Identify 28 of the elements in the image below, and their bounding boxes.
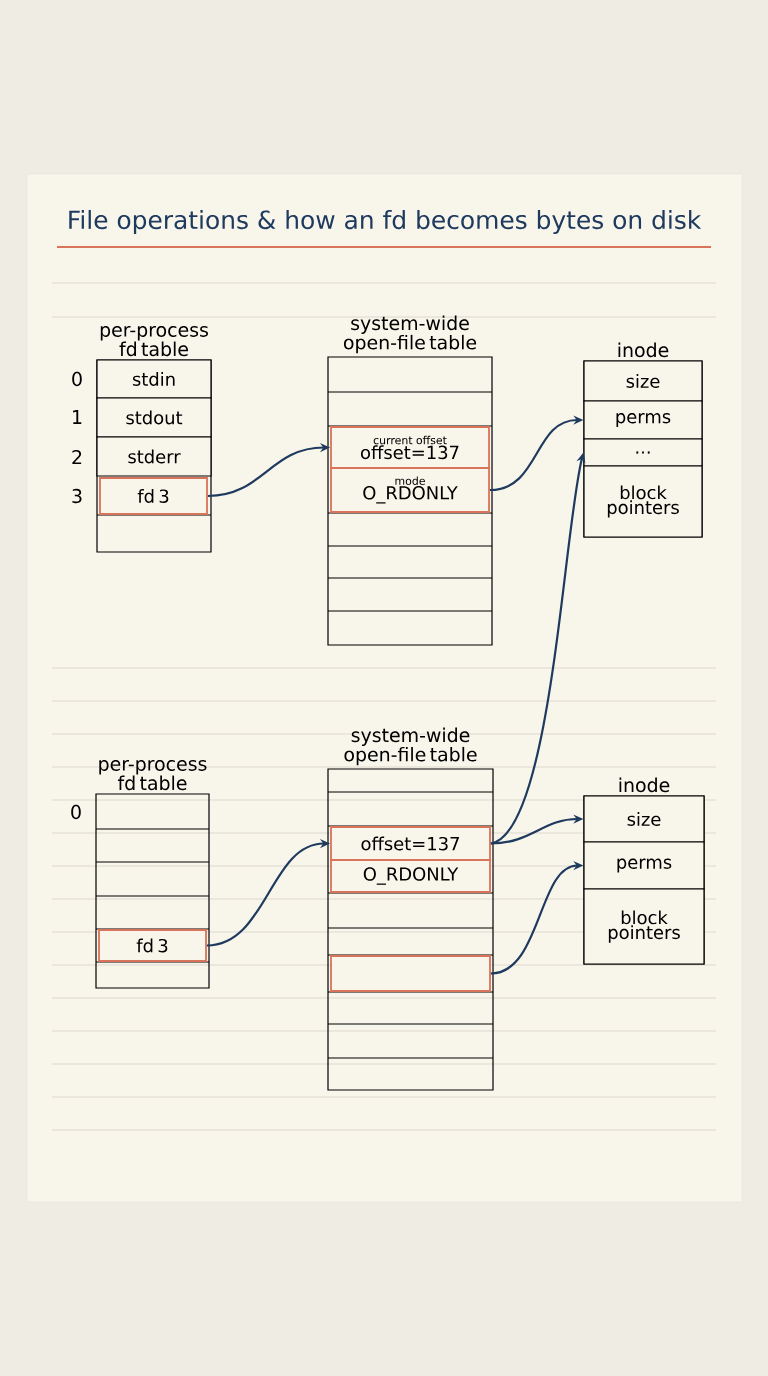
table-cell: stdin	[96, 359, 212, 399]
table-cell: perms	[583, 400, 703, 440]
table-cell: fd 3	[99, 477, 208, 515]
table-cell: fd 3	[98, 929, 207, 962]
table-cell: size	[583, 360, 703, 402]
row-index: 1	[73, 410, 82, 424]
title: File operations & how an fd becomes bytes on disk	[56, 209, 712, 248]
table-cell: stderr	[96, 436, 212, 477]
table-cell: block pointers	[583, 888, 705, 965]
row-index: 2	[72, 450, 82, 465]
node-label: inode	[619, 777, 670, 793]
node-label: per-process fd table	[100, 326, 208, 357]
row-index: 0	[72, 371, 82, 387]
table-cell: perms	[583, 841, 705, 890]
node-label: system-wide open-file table	[343, 315, 477, 354]
row-index: 3	[72, 488, 82, 504]
table-cell: ...	[583, 438, 703, 467]
row-index: 0	[71, 804, 81, 820]
table-cell: mode O_RDONLY	[330, 467, 490, 513]
node-label: system-wide open-file table	[344, 727, 477, 766]
table-cell: offset=137	[330, 826, 491, 861]
node-label: per-process fd table	[99, 760, 207, 791]
node-label: inode	[618, 342, 669, 358]
table-cell: current offset offset=137	[330, 426, 490, 469]
highlighted-row	[330, 955, 491, 992]
table-cell: stdout	[96, 397, 212, 438]
table-cell: O_RDONLY	[330, 859, 491, 893]
table-cell: size	[583, 795, 705, 843]
